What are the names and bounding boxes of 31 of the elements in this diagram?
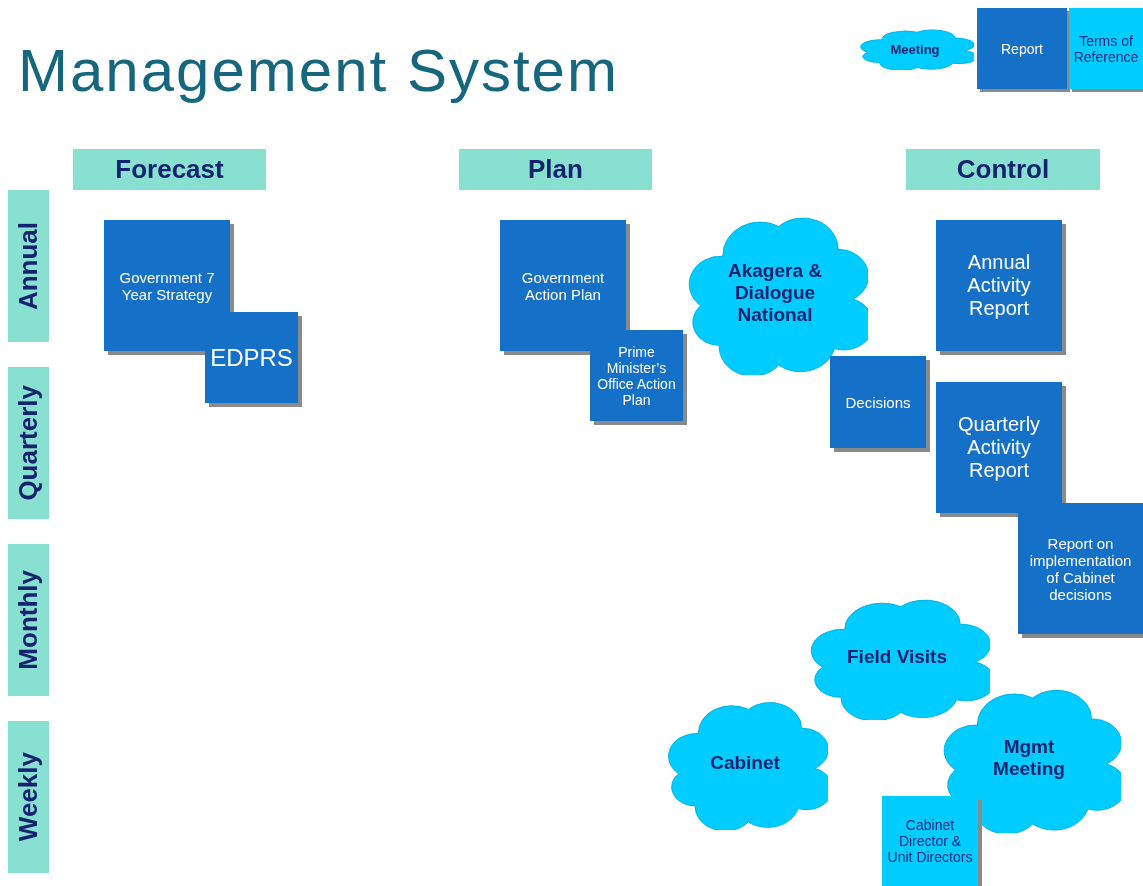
node-label: Decisions: [845, 393, 911, 411]
node-label: Field Visits: [847, 646, 947, 668]
header-label: Monthly: [13, 570, 44, 670]
node-label: Cabinet: [710, 752, 780, 774]
node-label: Mgmt Meeting: [992, 736, 1066, 780]
legend-label: Terms of Reference: [1072, 32, 1140, 65]
row-header: [8, 367, 49, 519]
column-header: [906, 149, 1100, 190]
node-label: Annual Activity Report: [966, 251, 1032, 320]
header-label: Annual: [13, 221, 44, 311]
header-label: Plan: [528, 154, 583, 185]
legend-label: Report: [1001, 40, 1043, 57]
row-header: [8, 721, 49, 873]
node-label: Akagera & Dialogue National: [727, 259, 823, 326]
row-header: [8, 190, 49, 342]
header-label: Forecast: [115, 154, 224, 185]
header-label: Weekly: [13, 752, 44, 842]
node-label: Report on implementation of Cabinet decisions: [1028, 534, 1133, 603]
node-label: EDPRS: [210, 343, 293, 372]
node-label: Government 7 Year Strategy: [118, 268, 216, 303]
legend-label: Meeting: [890, 41, 940, 57]
title: Management System: [18, 36, 619, 105]
node-label: Prime Minister’s Office Action Plan: [596, 343, 677, 408]
node-label: Government Action Plan: [520, 268, 606, 303]
node-label: Cabinet Director & Unit Directors: [886, 817, 974, 865]
column-header: [459, 149, 652, 190]
node-label: Quarterly Activity Report: [956, 413, 1042, 482]
header-label: Quarterly: [13, 385, 44, 501]
header-label: Control: [956, 154, 1050, 185]
column-header: [73, 149, 266, 190]
row-header: [8, 544, 49, 696]
